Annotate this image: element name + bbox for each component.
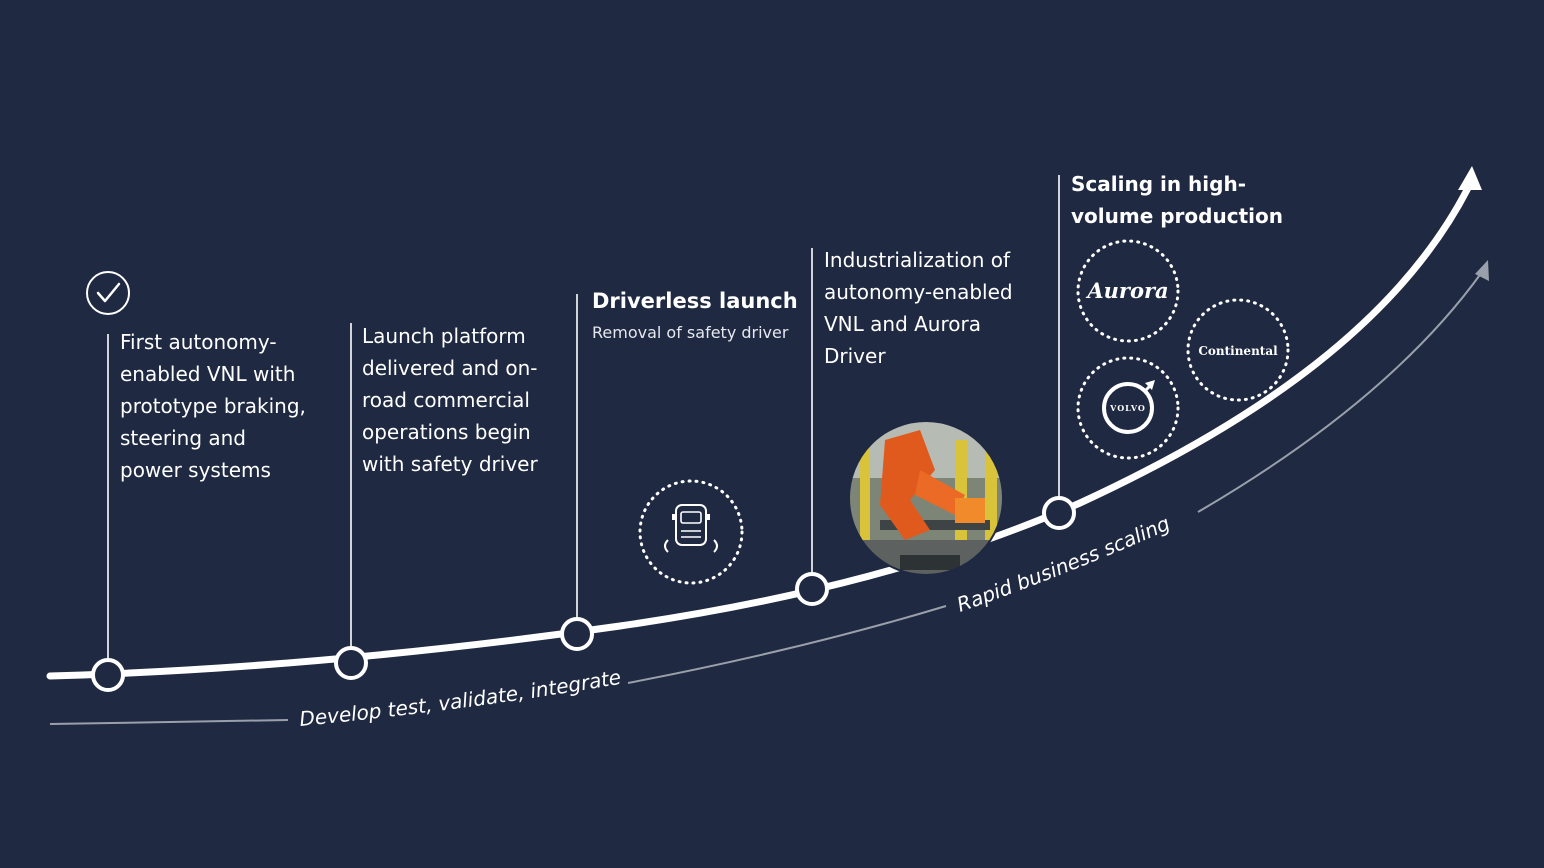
milestone-5-title: Scaling in high- volume production [1071,172,1283,228]
aurora-logo: Aurora [1076,239,1180,343]
phase-curve-left [49,719,289,725]
milestone-2-text: Launch platform delivered and on- road c… [362,324,538,476]
milestone-node-1 [91,658,125,692]
volvo-logo-text: VOLVO [1109,403,1146,413]
autonomous-truck-icon [638,479,744,585]
milestone-node-3 [560,617,594,651]
robot-factory-photo [848,420,1004,576]
continental-logo-text: Continental [1198,344,1278,358]
phase-arrowhead [1475,260,1489,281]
phase-curve-middle [627,605,947,684]
volvo-logo: VOLVO [1076,356,1180,460]
phase-curve-right [1197,271,1483,513]
checkmark-circle-icon [86,271,130,315]
milestone-3-title: Driverless launch [592,289,798,313]
continental-logo: Continental [1186,298,1290,402]
milestone-node-4 [795,572,829,606]
milestone-node-5 [1042,496,1076,530]
milestone-4-text: Industrialization of autonomy-enabled VN… [824,248,1013,368]
milestone-1-text: First autonomy- enabled VNL with prototy… [120,330,306,482]
milestone-3-subtitle: Removal of safety driver [592,323,789,342]
growth-arrowhead [1458,166,1482,190]
milestone-node-2 [334,646,368,680]
aurora-logo-text: Aurora [1085,278,1168,303]
